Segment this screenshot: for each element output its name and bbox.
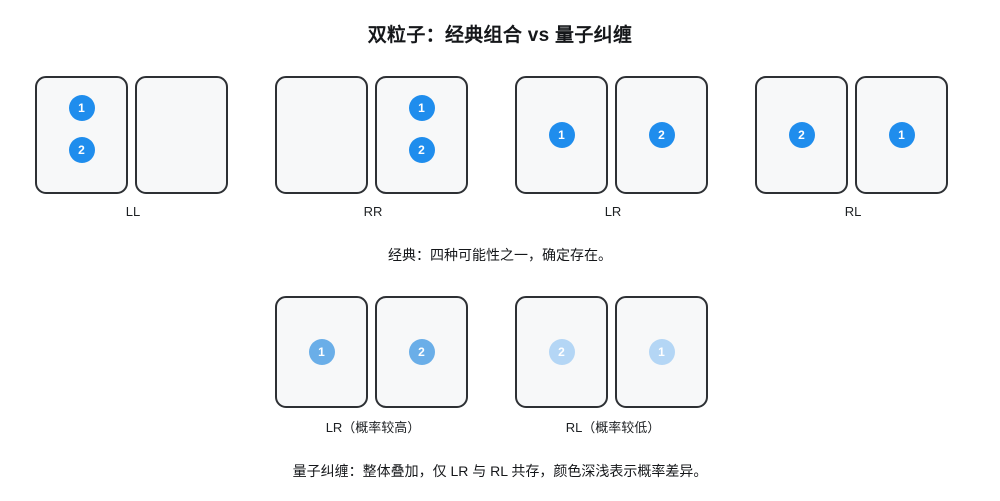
- box-pair: 2 1: [515, 296, 711, 408]
- group-label: LR（概率较高）: [325, 420, 421, 435]
- box-pair: 1 2: [515, 76, 711, 194]
- particle-slots: 1: [517, 78, 606, 192]
- particle-1: 1: [408, 95, 435, 121]
- particle-2: 2: [408, 339, 435, 365]
- classical-group-ll: 1 2 LL: [35, 76, 231, 219]
- particle-slots: 1: [277, 298, 366, 406]
- particle-2: 2: [548, 339, 575, 365]
- particle-2: 2: [408, 137, 435, 163]
- particle-1: 1: [548, 122, 575, 148]
- particle-slots: [137, 78, 226, 192]
- box-pair: 1 2: [35, 76, 231, 194]
- particle-2: 2: [648, 122, 675, 148]
- quantum-group-lr: 1 2 LR（概率较高）: [275, 296, 471, 436]
- particle-slots: 2: [377, 298, 466, 406]
- group-label: RL（概率较低）: [565, 420, 661, 435]
- particle-2: 2: [68, 137, 95, 163]
- box-pair: 2 1: [755, 76, 951, 194]
- quantum-row: 1 2 LR（概率较高） 2 1 RL（概率较低）: [0, 296, 1000, 436]
- particle-1: 1: [308, 339, 335, 365]
- particle-1: 1: [888, 122, 915, 148]
- particle-slots: 1 2: [377, 78, 466, 192]
- group-label: RL: [844, 204, 862, 219]
- classical-group-lr: 1 2 LR: [515, 76, 711, 219]
- particle-slots: 1 2: [37, 78, 126, 192]
- group-label: LR: [604, 204, 622, 219]
- left-box: 2: [515, 296, 608, 408]
- classical-row: 1 2 LL 1 2 RR: [0, 76, 1000, 219]
- particle-1: 1: [648, 339, 675, 365]
- right-box: 1: [855, 76, 948, 194]
- right-box: 2: [615, 76, 708, 194]
- right-box: 2: [375, 296, 468, 408]
- left-box: 2: [755, 76, 848, 194]
- left-box: [275, 76, 368, 194]
- page-title: 双粒子：经典组合 vs 量子纠缠: [367, 25, 633, 46]
- right-box: 1: [615, 296, 708, 408]
- left-box: 1: [275, 296, 368, 408]
- classical-group-rl: 2 1 RL: [755, 76, 951, 219]
- particle-slots: 2: [517, 298, 606, 406]
- right-box: [135, 76, 228, 194]
- box-pair: 1 2: [275, 76, 471, 194]
- particle-slots: 1: [617, 298, 706, 406]
- particle-slots: 2: [757, 78, 846, 192]
- box-pair: 1 2: [275, 296, 471, 408]
- quantum-caption: 量子纠缠：整体叠加，仅 LR 与 RL 共存，颜色深浅表示概率差异。: [292, 463, 708, 479]
- particle-1: 1: [68, 95, 95, 121]
- particle-2: 2: [788, 122, 815, 148]
- left-box: 1: [515, 76, 608, 194]
- right-box: 1 2: [375, 76, 468, 194]
- particle-slots: [277, 78, 366, 192]
- classical-caption: 经典：四种可能性之一，确定存在。: [388, 247, 612, 263]
- left-box: 1 2: [35, 76, 128, 194]
- particle-slots: 2: [617, 78, 706, 192]
- group-label: RR: [363, 204, 383, 219]
- particle-slots: 1: [857, 78, 946, 192]
- classical-group-rr: 1 2 RR: [275, 76, 471, 219]
- group-label: LL: [125, 204, 141, 219]
- quantum-group-rl: 2 1 RL（概率较低）: [515, 296, 711, 436]
